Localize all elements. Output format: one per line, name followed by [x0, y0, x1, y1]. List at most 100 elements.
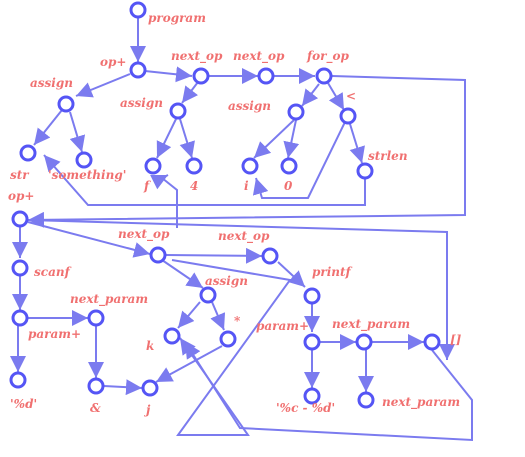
node-lt: [339, 107, 357, 125]
edge-bracket-k: [184, 341, 473, 442]
node-strlen: [356, 162, 374, 180]
node-d: [9, 371, 27, 389]
label-strlen: strlen: [368, 149, 408, 163]
label-j: j: [144, 403, 151, 417]
label-i: i: [244, 179, 249, 193]
node-bracket: [423, 333, 441, 351]
node-something: [75, 151, 93, 169]
label-fmt: '%c - %d': [276, 401, 335, 415]
label-forop: for_op: [306, 49, 349, 64]
node-printf: [303, 287, 321, 305]
edge-assign4-star: [210, 301, 226, 331]
edge-assign4-k: [177, 301, 201, 329]
label-amp: &: [90, 401, 101, 415]
node-param2: [303, 333, 321, 351]
edge-forop-lt: [327, 82, 345, 111]
label-printf: printf: [312, 265, 353, 279]
label-program: program: [148, 11, 206, 25]
edge-opplus-assign1: [75, 73, 131, 98]
label-4: 4: [190, 179, 198, 193]
labels: program op+ next_op next_op for_op assig…: [8, 11, 462, 417]
label-something: 'something': [48, 168, 126, 182]
edge-assign2-4: [179, 118, 195, 159]
node-assign4: [199, 286, 217, 304]
edge-assign1-str: [33, 109, 63, 146]
label-nextop2: next_op: [233, 49, 285, 64]
node-j: [141, 379, 159, 397]
node-opplus: [129, 61, 147, 79]
edge-nextop1-assign2: [181, 81, 199, 104]
node-nextop2: [257, 67, 275, 85]
node-nextop1: [192, 67, 210, 85]
nodes: [9, 1, 441, 409]
node-str: [19, 144, 37, 162]
label-assign1: assign: [30, 76, 73, 90]
label-0: 0: [284, 179, 293, 193]
edges: [10, 16, 473, 442]
node-star: [219, 330, 237, 348]
label-param2: param+: [256, 319, 309, 333]
label-assign4: assign: [205, 274, 248, 288]
node-param1: [11, 309, 29, 327]
label-nextop3: next_op: [118, 227, 170, 242]
label-f: f: [143, 179, 151, 193]
edge-star-j: [155, 345, 223, 383]
label-nextparam2: next_param: [332, 317, 410, 332]
label-lt: <: [346, 89, 356, 103]
edge-opplus2-bracket: [27, 219, 455, 360]
label-nextparam3: next_param: [382, 395, 460, 410]
node-4: [185, 157, 203, 175]
label-param1: param+: [28, 327, 81, 341]
node-nextop3: [149, 246, 167, 264]
edge-assign3-0: [283, 119, 300, 159]
label-assign2: assign: [120, 96, 163, 110]
node-opplus2: [11, 210, 29, 228]
node-nextop4: [261, 247, 279, 265]
node-forop: [315, 67, 333, 85]
node-i: [241, 157, 259, 175]
edge-assign2-f: [156, 118, 177, 159]
edge-nextop3-assign4: [161, 259, 204, 289]
edge-strlen-str: [43, 154, 366, 206]
label-nextop1: next_op: [171, 49, 223, 64]
node-nextparam1: [87, 309, 105, 327]
edge-amp-j: [103, 379, 143, 396]
edge-f-back: [150, 174, 178, 228]
node-nextparam3: [357, 391, 375, 409]
node-k: [163, 327, 181, 345]
edge-assign3-i: [253, 119, 295, 159]
node-assign3: [287, 103, 305, 121]
edge-opplus-nextop1: [144, 66, 193, 83]
node-f: [144, 157, 162, 175]
node-fmt: [303, 387, 321, 405]
label-k: k: [146, 339, 154, 353]
edge-opplus2-nextop3: [27, 221, 151, 258]
node-0: [280, 157, 298, 175]
node-assign1: [57, 95, 75, 113]
label-nextparam1: next_param: [70, 292, 148, 307]
edge-nextop4-printf: [277, 261, 306, 288]
edge-lt-strlen: [349, 123, 365, 164]
edge-nextop3-nextop4: [165, 247, 263, 264]
label-opplus: op+: [100, 55, 126, 69]
edge-nextop3-k-long: [171, 259, 292, 436]
edge-forop-assign3: [301, 83, 320, 107]
label-assign3: assign: [228, 99, 271, 113]
edge-forop-opplus2: [27, 75, 466, 228]
node-nextparam2: [355, 333, 373, 351]
node-program: [129, 1, 147, 19]
node-scanf: [11, 259, 29, 277]
label-bracket: []: [450, 333, 462, 347]
label-d: '%d': [10, 397, 37, 411]
label-scanf: scanf: [34, 265, 72, 279]
edge-lt-i: [252, 121, 346, 199]
label-str: str: [10, 168, 30, 182]
label-nextop4: next_op: [218, 229, 270, 244]
node-assign2: [169, 102, 187, 120]
label-star: *: [234, 314, 241, 328]
label-opplus2: op+: [8, 189, 34, 203]
node-amp: [87, 377, 105, 395]
edge-assign1-something: [69, 111, 86, 153]
